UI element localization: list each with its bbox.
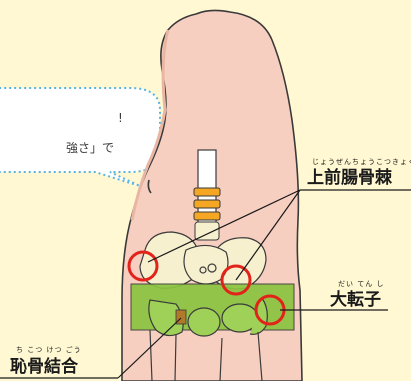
- label-greater-trochanter: だい てん し 大転子: [330, 280, 384, 310]
- speech-bubble-line1: !: [118, 111, 123, 125]
- label-pubic-symphysis-reading: ち こつ けつ ごう: [16, 345, 82, 354]
- speech-bubble-line2: 強さ」で: [66, 141, 114, 155]
- label-asis-reading: じょうぜんちょうこつきょく: [312, 158, 411, 166]
- label-greater-trochanter-reading: だい てん し: [338, 280, 384, 288]
- label-greater-trochanter-text: 大転子: [330, 289, 381, 310]
- label-pubic-symphysis-text: 恥骨結合: [10, 356, 79, 377]
- label-pubic-symphysis: ち こつ けつ ごう 恥骨結合: [10, 345, 82, 377]
- label-asis-text: 上前腸骨棘: [307, 167, 393, 188]
- label-asis: じょうぜんちょうこつきょく 上前腸骨棘: [307, 158, 411, 188]
- speech-bubble: ! 強さ」で: [0, 88, 160, 186]
- spine: [194, 150, 220, 240]
